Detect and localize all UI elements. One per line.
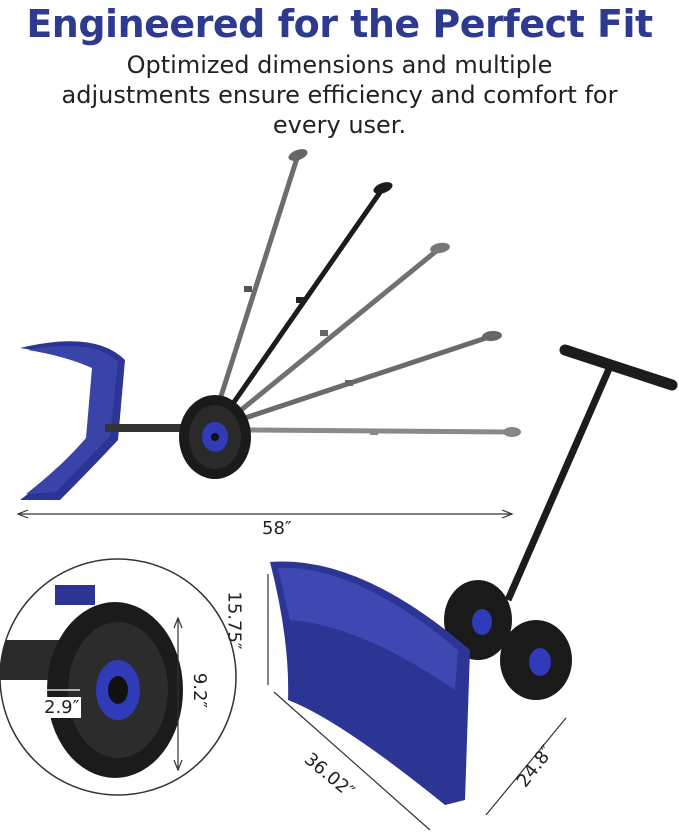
page-title: Engineered for the Perfect Fit xyxy=(26,2,653,46)
wheel-closeup xyxy=(0,558,237,796)
length-dimension-label: 58″ xyxy=(262,518,292,539)
wheel-diameter-dimension-label: 9.2″ xyxy=(189,672,211,709)
wheel-width-dimension-label: 2.9″ xyxy=(42,697,82,718)
side-view-shovel xyxy=(16,149,521,519)
side-wheel xyxy=(179,395,251,479)
shovel-perspective xyxy=(267,344,678,831)
handle-angle-ghosts xyxy=(212,149,521,437)
handle-height-dimension-label: 15.75″ xyxy=(223,591,245,650)
page-subtitle: Optimized dimensions and multiple adjust… xyxy=(61,51,618,139)
